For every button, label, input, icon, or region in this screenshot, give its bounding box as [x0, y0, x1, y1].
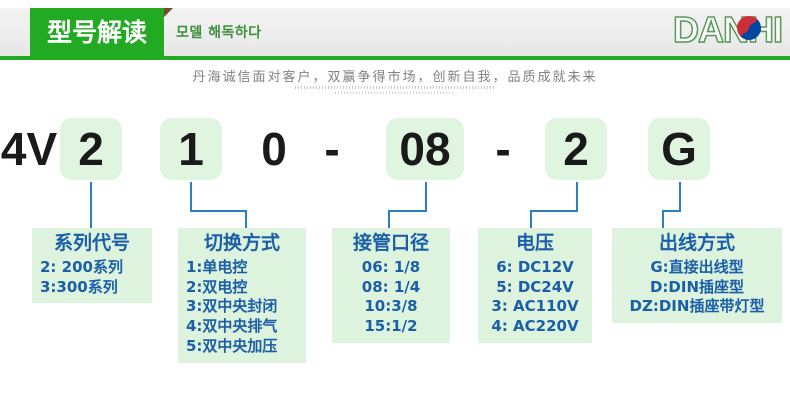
connector-conn-seg1	[679, 182, 681, 210]
connector-conn-seg2	[662, 210, 681, 212]
legend-box-voltage: 电压 6: DC12V 5: DC24V 3: AC110V 4: AC220V	[478, 228, 592, 343]
connector-switch-seg1	[190, 182, 192, 210]
legend-line: 15:1/2	[364, 317, 418, 336]
code-segment-prefix: 4V	[0, 123, 58, 175]
legend-line: 2: 200系列	[40, 257, 123, 276]
legend-box-port: 接管口径 06: 1/8 08: 1/4 10:3/8 15:1/2	[332, 228, 450, 343]
legend-line: 3:300系列	[40, 277, 118, 296]
slogan-divider	[295, 86, 495, 89]
connector-switch-seg3	[245, 210, 247, 238]
legend-title-switch: 切换方式	[203, 232, 280, 254]
legend-box-switch: 切换方式 1:单电控 2:双电控 3:双中央封闭 4:双中央排气 5:双中央加压	[178, 228, 306, 363]
code-separator-1: -	[324, 123, 340, 175]
brand-logo: DANHI	[672, 9, 784, 50]
connector-port-seg2	[388, 210, 427, 212]
brand-logo-text: DANHI	[672, 9, 784, 50]
ribbon-fold-decoration	[164, 8, 173, 17]
legend-line: 5: DC24V	[496, 277, 574, 296]
header-subtitle: 모델 해독하다	[176, 25, 262, 41]
korean-taeguk-icon	[737, 16, 761, 40]
legend-line: G:直接出线型	[650, 257, 744, 276]
code-segment-switch: 1	[160, 118, 222, 180]
page-title: 型号解读	[46, 17, 147, 47]
header-ribbon: 型号解读	[30, 8, 164, 56]
code-segment-port: 08	[386, 118, 464, 180]
connector-switch-seg2	[190, 210, 246, 212]
legend-line: DZ:DIN插座带灯型	[629, 297, 765, 316]
connector-conn-seg3	[662, 210, 664, 238]
company-slogan: 丹海诚信面对客户，双赢争得市场，创新自我，品质成就未来	[192, 70, 598, 85]
legend-line: 4: AC220V	[491, 317, 579, 336]
connector-port-seg3	[388, 210, 390, 238]
code-segment-connection: G	[648, 118, 710, 180]
connector-voltage-seg3	[530, 210, 532, 238]
legend-line: 06: 1/8	[361, 257, 421, 276]
legend-line: 3:双中央封闭	[186, 297, 278, 316]
connector-port-seg1	[425, 182, 427, 210]
connector-voltage-seg1	[576, 182, 578, 210]
legend-box-connection: 出线方式 G:直接出线型 D:DIN插座型 DZ:DIN插座带灯型	[612, 228, 782, 324]
legend-line: 08: 1/4	[361, 277, 421, 296]
code-segment-voltage: 2	[545, 118, 607, 180]
legend-box-series: 系列代号 2: 200系列 3:300系列	[32, 228, 152, 304]
legend-title-voltage: 电压	[515, 232, 554, 254]
legend-title-connection: 出线方式	[658, 232, 735, 254]
legend-line: 10:3/8	[364, 297, 418, 316]
connector-series	[90, 182, 92, 238]
legend-line: 1:单电控	[186, 257, 248, 276]
legend-line: D:DIN插座型	[649, 277, 745, 296]
code-separator-2: -	[495, 123, 511, 175]
code-segment-zero: 0	[261, 123, 287, 175]
legend-line: 2:双电控	[186, 277, 248, 296]
legend-line: 3: AC110V	[491, 297, 579, 316]
code-segment-series: 2	[60, 118, 122, 180]
slogan-divider-secondary	[335, 92, 455, 94]
legend-line: 6: DC12V	[496, 257, 574, 276]
legend-line: 5:双中央加压	[186, 336, 278, 355]
legend-line: 4:双中央排气	[186, 317, 278, 336]
legend-title-series: 系列代号	[53, 232, 130, 254]
legend-title-port: 接管口径	[352, 232, 429, 254]
connector-voltage-seg2	[530, 210, 578, 212]
model-code-row: 2 1 4V 0 - 08 - 2 G	[0, 118, 790, 184]
